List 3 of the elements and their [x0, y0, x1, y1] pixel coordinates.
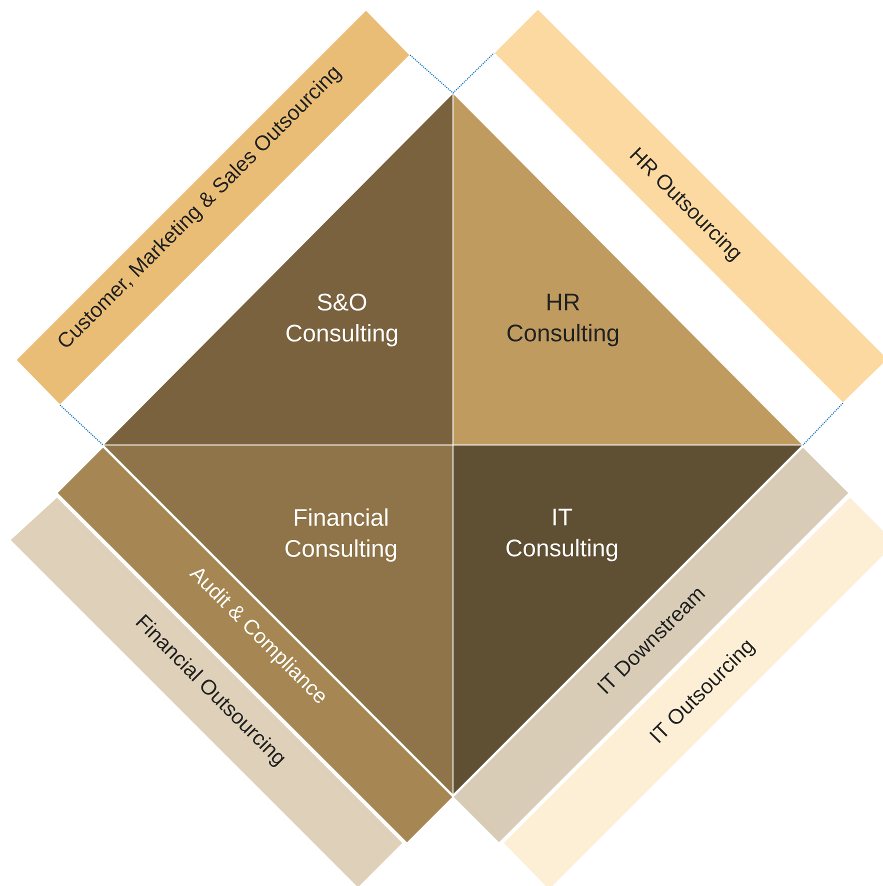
- guide-line: [60, 404, 104, 446]
- guide-line: [802, 402, 844, 446]
- guide-line: [410, 52, 494, 94]
